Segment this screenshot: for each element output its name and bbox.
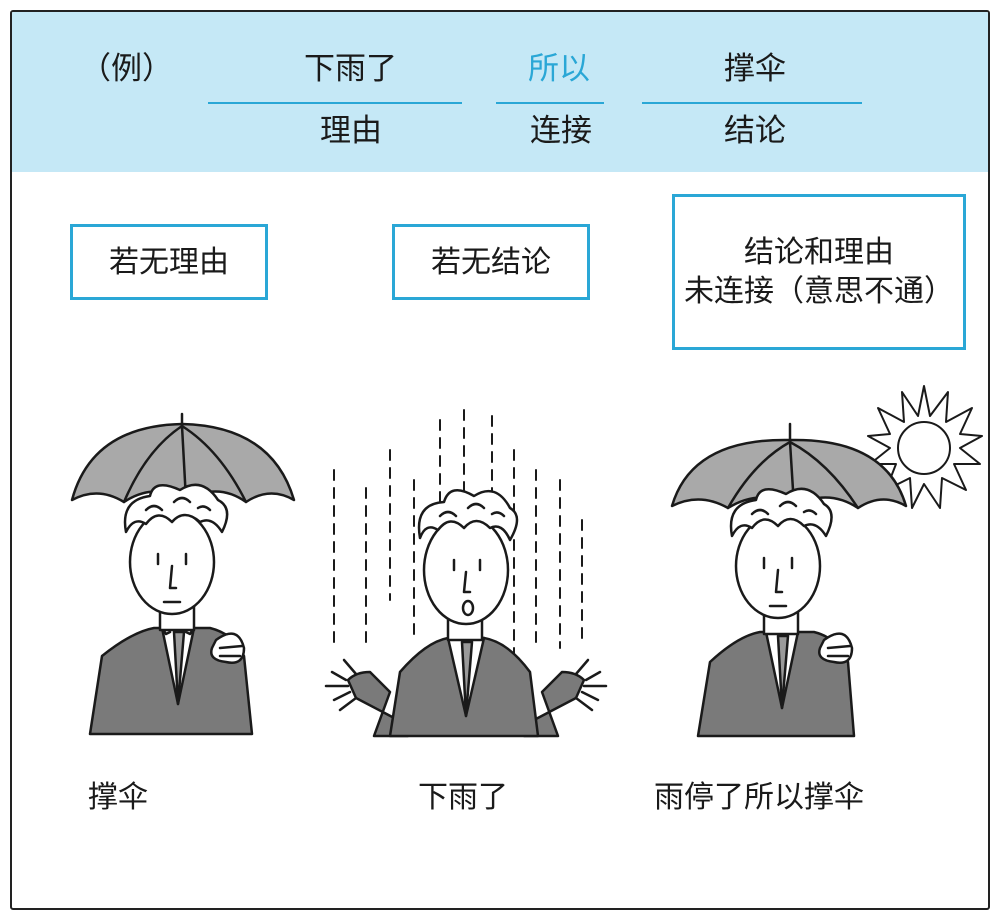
reason-text: 下雨了 [304, 51, 397, 87]
caption-no-conclusion: 下雨了 [418, 780, 508, 815]
not-connected-title-line1: 结论和理由 [744, 235, 894, 270]
example-header: （例） 下雨了 所以 撑伞 理由 连接 结论 [12, 12, 988, 172]
reason-label: 理由 [320, 113, 382, 149]
caption-no-reason: 撑伞 [88, 780, 148, 815]
no-conclusion-title: 若无结论 [431, 244, 551, 280]
not-connected-box: 结论和理由 未连接（意思不通） [672, 194, 966, 350]
not-connected-title-line2: 未连接（意思不通） [684, 274, 954, 309]
connector-text: 所以 [528, 51, 590, 87]
connector-label: 连接 [530, 113, 592, 149]
caption-not-connected: 雨停了所以撑伞 [654, 780, 864, 815]
no-reason-box: 若无理由 [70, 224, 268, 300]
man-with-umbrella-and-sun-icon [670, 385, 983, 738]
man-with-umbrella-icon [70, 412, 296, 736]
man-in-rain-icon [324, 409, 608, 738]
connector-underline [496, 102, 604, 104]
no-conclusion-box: 若无结论 [392, 224, 590, 300]
reason-underline [208, 102, 462, 104]
conclusion-text: 撑伞 [724, 51, 786, 87]
example-marker: （例） [80, 51, 173, 87]
illustration-frame: （例） 下雨了 所以 撑伞 理由 连接 结论 若无理由 若无结论 结论和理由 未… [10, 10, 990, 910]
conclusion-underline [642, 102, 862, 104]
conclusion-label: 结论 [724, 113, 786, 149]
no-reason-title: 若无理由 [109, 244, 229, 280]
